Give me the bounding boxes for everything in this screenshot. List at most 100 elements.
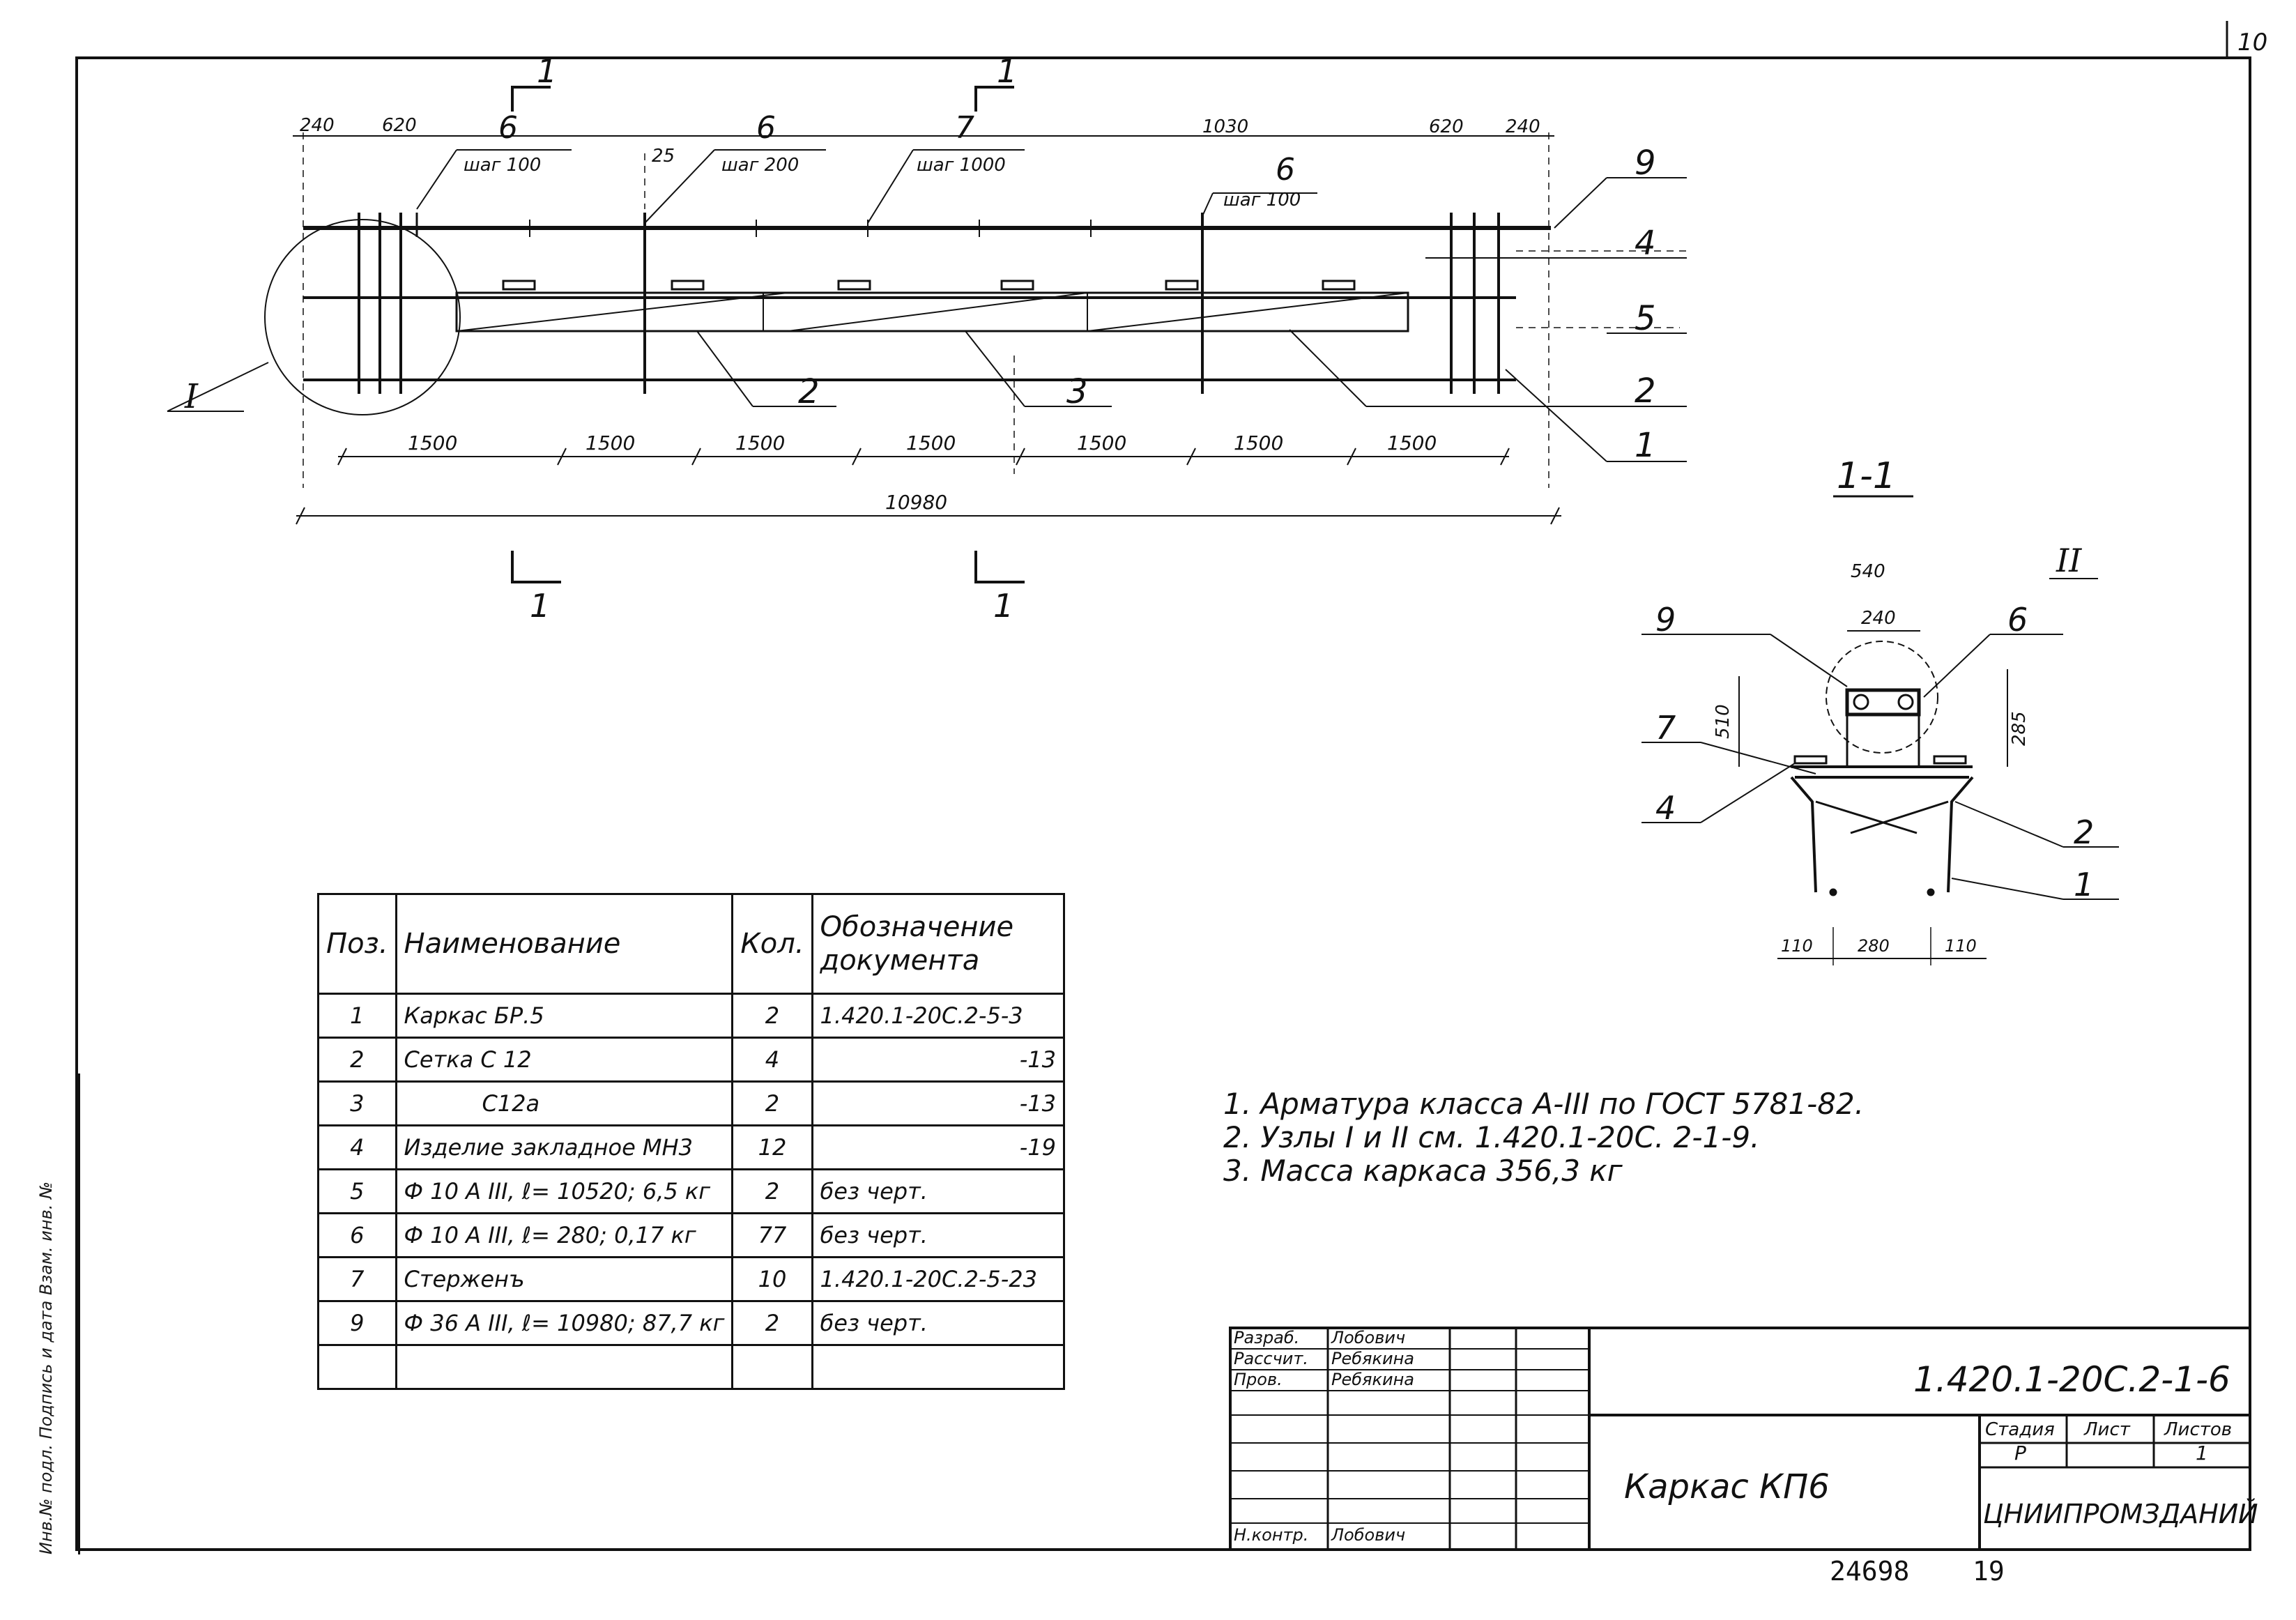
top-dim: 1030 xyxy=(1202,116,1248,137)
position-label: 9 xyxy=(1655,601,1676,639)
cell-doc: без черт. xyxy=(811,1168,1066,1214)
tb-role: Н.контр. xyxy=(1234,1525,1309,1545)
table-row xyxy=(317,1344,1066,1390)
position-label: 4 xyxy=(1655,789,1676,827)
table-row: 6 Ф 10 А III, ℓ= 280; 0,17 кг 77 без чер… xyxy=(317,1212,1066,1258)
cell-pos: 3 xyxy=(317,1080,397,1126)
elevation-view xyxy=(167,86,1690,583)
header-pos: Поз. xyxy=(317,893,397,995)
position-label: 2 xyxy=(1635,372,1656,411)
top-dim: 240 xyxy=(300,115,335,136)
section-dim: 285 xyxy=(2009,711,2030,746)
tb-sheets: 1 xyxy=(2196,1442,2208,1465)
bottom-dim: 1500 xyxy=(735,431,785,454)
cell-pos: 7 xyxy=(317,1256,397,1302)
callout-number: 7 xyxy=(955,110,974,146)
bottom-dim: 1500 xyxy=(1234,431,1283,454)
tb-sheets-label: Листов xyxy=(2164,1419,2233,1440)
table-row: 7 Стерженъ 10 1.420.1-20С.2-5-23 xyxy=(317,1256,1066,1302)
tb-role: Рассчит. xyxy=(1234,1349,1308,1368)
cell-doc: 1.420.1-20С.2-5-23 xyxy=(811,1256,1066,1302)
cell-doc: -13 xyxy=(811,1037,1066,1083)
bottom-dim: 1500 xyxy=(408,431,457,454)
section-title: 1-1 xyxy=(1837,455,1896,497)
cell-name: Стерженъ xyxy=(395,1256,734,1302)
cell-qty: 12 xyxy=(731,1124,813,1170)
cell-qty: 2 xyxy=(731,993,813,1039)
callout-step: шаг 200 xyxy=(721,155,799,176)
page-number: 10 xyxy=(2237,29,2267,56)
tb-role: Пров. xyxy=(1234,1370,1283,1389)
header-doc: Обозначение документа xyxy=(811,893,1066,995)
cell-name: Ф 36 А III, ℓ= 10980; 87,7 кг xyxy=(395,1300,734,1346)
section-dim: 240 xyxy=(1861,608,1896,629)
top-dim: 25 xyxy=(652,146,675,167)
cell-pos: 9 xyxy=(317,1300,397,1346)
top-dim: 240 xyxy=(1506,116,1540,137)
callout-step: шаг 100 xyxy=(464,155,541,176)
section-dim: 540 xyxy=(1851,561,1885,582)
cell-doc: -13 xyxy=(811,1080,1066,1126)
section-view xyxy=(1641,495,2119,965)
callout-number: 6 xyxy=(1276,152,1295,188)
cell-name: Изделие закладное МН3 xyxy=(395,1124,734,1170)
cell-pos: 6 xyxy=(317,1212,397,1258)
tb-role: Разраб. xyxy=(1234,1328,1300,1347)
bottom-dim: 1500 xyxy=(1077,431,1126,454)
tb-name: Ребякина xyxy=(1331,1349,1414,1368)
section-mark: 1 xyxy=(530,587,550,625)
section-dim: 280 xyxy=(1858,936,1890,956)
section-node-label: II xyxy=(2056,542,2082,579)
tb-doc-code: 1.420.1-20С.2-1-6 xyxy=(1913,1359,2230,1400)
cell-name: Ф 10 А III, ℓ= 10520; 6,5 кг xyxy=(395,1168,734,1214)
notes: 1. Арматура класса А-III по ГОСТ 5781-82… xyxy=(1223,1087,1864,1188)
cell-qty: 10 xyxy=(731,1256,813,1302)
table-row: 4 Изделие закладное МН3 12 -19 xyxy=(317,1124,1066,1170)
table-row: 2 Сетка С 12 4 -13 xyxy=(317,1037,1066,1083)
position-label: 1 xyxy=(2074,866,2094,903)
position-label: 6 xyxy=(2007,601,2028,639)
cell-qty: 2 xyxy=(731,1300,813,1346)
bottom-dim: 1500 xyxy=(906,431,956,454)
tb-organization: ЦНИИПРОМЗДАНИЙ xyxy=(1983,1499,2258,1529)
header-qty: Кол. xyxy=(731,893,813,995)
cell-name: С12а xyxy=(395,1080,734,1126)
cell-qty xyxy=(731,1344,813,1390)
top-dim: 620 xyxy=(382,115,417,136)
table-header-row: Поз. Наименование Кол. Обозначение докум… xyxy=(317,893,1066,995)
side-stamp-text: Инв.№ подл. Подпись и дата Взам. инв. № xyxy=(36,1182,56,1554)
table-row: 5 Ф 10 А III, ℓ= 10520; 6,5 кг 2 без чер… xyxy=(317,1168,1066,1214)
overall-dim: 10980 xyxy=(885,491,947,514)
cell-pos: 1 xyxy=(317,993,397,1039)
tb-sheet-label: Лист xyxy=(2084,1419,2130,1440)
note-item: 1. Арматура класса А-III по ГОСТ 5781-82… xyxy=(1223,1087,1865,1121)
note-item: 3. Масса каркаса 356,3 кг xyxy=(1223,1154,1623,1188)
note-item: 2. Узлы I и II см. 1.420.1-20С. 2-1-9. xyxy=(1223,1120,1760,1154)
table-row: 9 Ф 36 А III, ℓ= 10980; 87,7 кг 2 без че… xyxy=(317,1300,1066,1346)
cell-qty: 2 xyxy=(731,1168,813,1214)
sheet-frame xyxy=(75,56,2251,1551)
callout-number: 6 xyxy=(756,110,776,146)
section-mark: 1 xyxy=(993,587,1013,625)
position-label: 7 xyxy=(1655,709,1676,747)
callout-step: шаг 1000 xyxy=(917,155,1006,176)
cell-doc: без черт. xyxy=(811,1300,1066,1346)
cell-doc: -19 xyxy=(811,1124,1066,1170)
table-row: 1 Каркас БР.5 2 1.420.1-20С.2-5-3 xyxy=(317,993,1066,1039)
cell-name: Ф 10 А III, ℓ= 280; 0,17 кг xyxy=(395,1212,734,1258)
position-label: 3 xyxy=(1066,372,1088,411)
tb-stage-label: Стадия xyxy=(1985,1419,2055,1440)
cell-qty: 2 xyxy=(731,1080,813,1126)
footer-number: 24698 xyxy=(1830,1556,1910,1587)
tb-stage: Р xyxy=(2014,1442,2026,1465)
cell-name: Сетка С 12 xyxy=(395,1037,734,1083)
bottom-dim: 1500 xyxy=(1387,431,1437,454)
section-mark: 1 xyxy=(537,52,557,90)
section-mark: 1 xyxy=(997,52,1017,90)
node-label: I xyxy=(184,377,199,416)
bottom-dim: 1500 xyxy=(586,431,635,454)
tb-title: Каркас КП6 xyxy=(1624,1467,1830,1506)
header-name: Наименование xyxy=(395,893,734,995)
cell-pos xyxy=(317,1344,397,1390)
